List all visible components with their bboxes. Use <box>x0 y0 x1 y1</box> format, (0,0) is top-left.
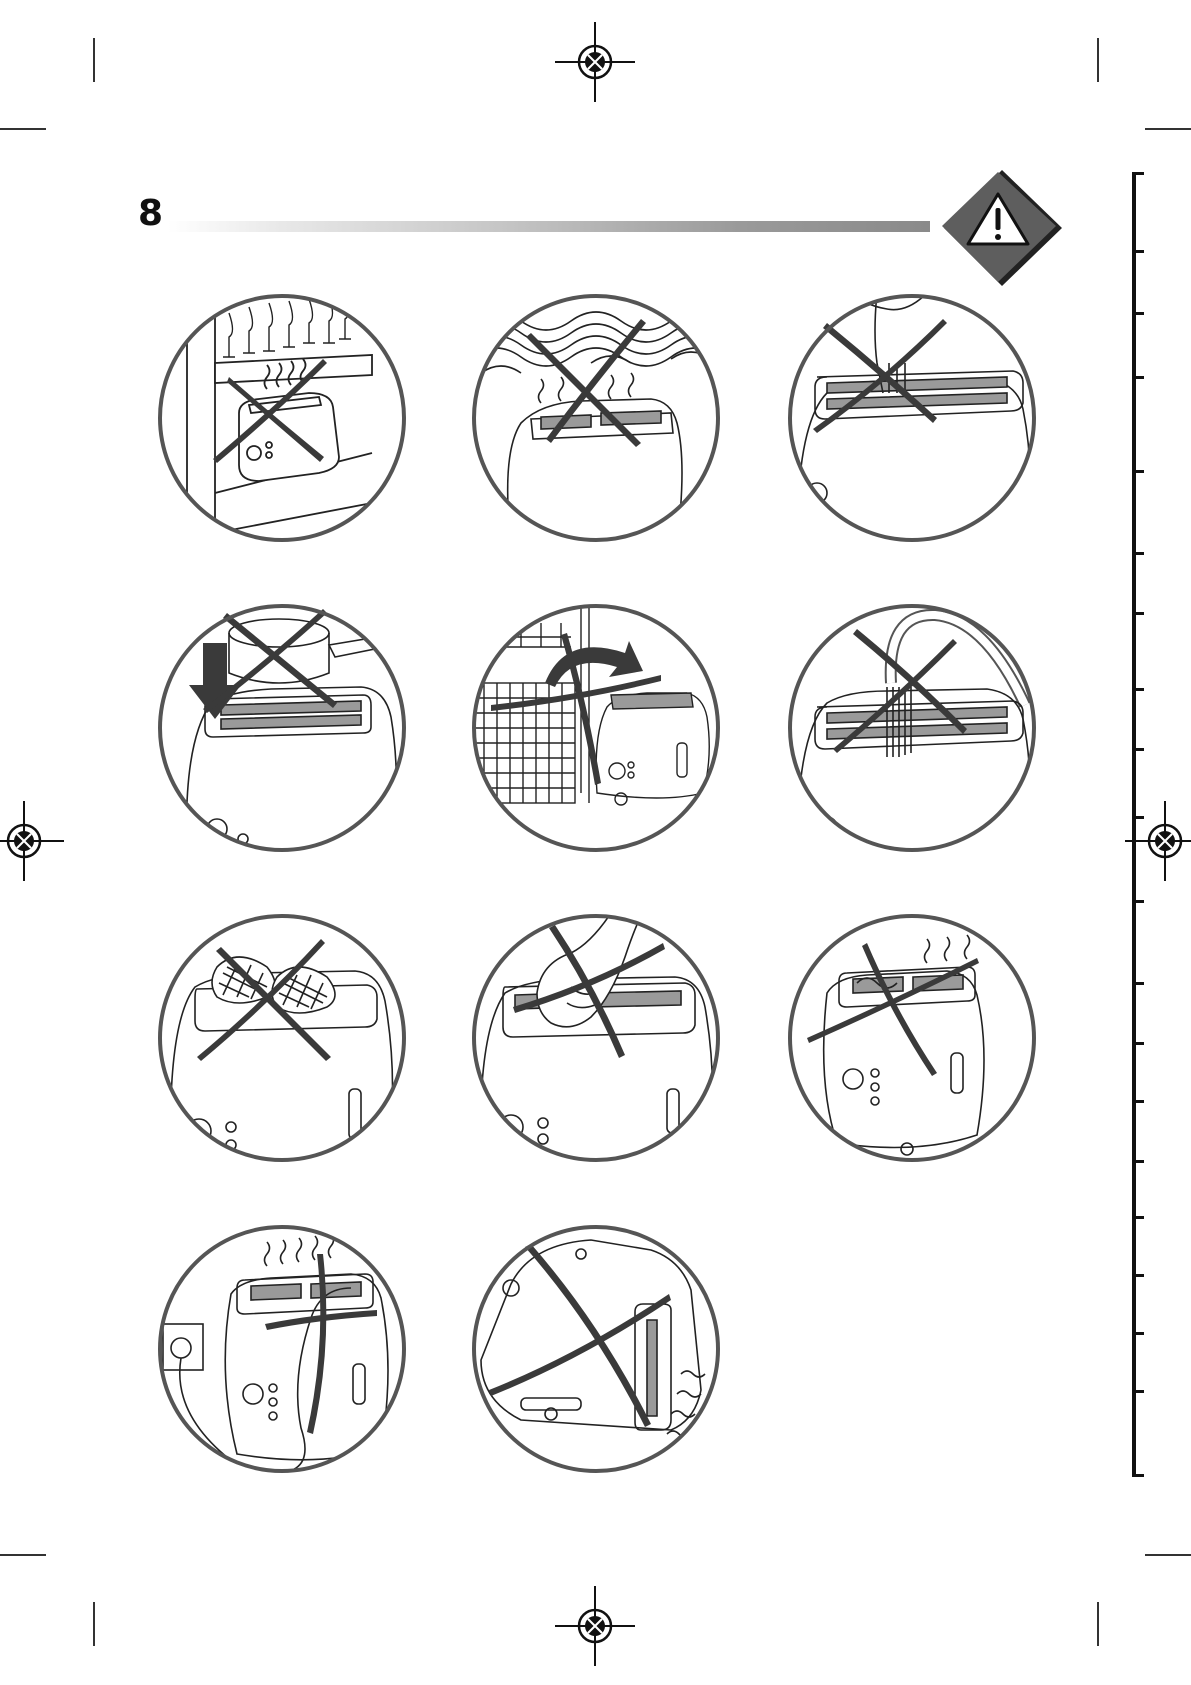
side-index-tick <box>1132 748 1144 751</box>
crop-mark <box>1097 1602 1099 1646</box>
side-index-tick <box>1132 312 1144 315</box>
large-bread-in-toaster-icon <box>157 913 407 1163</box>
side-index-tick <box>1132 470 1144 473</box>
side-index-tick <box>1132 1274 1144 1277</box>
crop-mark <box>1097 38 1099 82</box>
side-index-tick <box>1132 688 1144 691</box>
cord-over-toaster-icon <box>157 1224 407 1474</box>
header-rule <box>168 221 930 232</box>
touching-hot-toaster-icon <box>787 913 1037 1163</box>
side-index-tick <box>1132 250 1144 253</box>
crop-mark <box>93 1602 95 1646</box>
crop-mark <box>0 1554 46 1556</box>
toaster-on-its-side-icon <box>471 1224 721 1474</box>
side-index-tick <box>1132 1390 1144 1393</box>
side-index-tick <box>1132 816 1144 819</box>
registration-mark-icon <box>555 22 635 102</box>
toaster-under-cabinet-icon <box>157 293 407 543</box>
side-index-tick <box>1132 1474 1144 1477</box>
fork-in-toaster-icon <box>787 293 1037 543</box>
side-index-tick <box>1132 612 1144 615</box>
side-index-bar <box>1132 172 1136 1477</box>
crop-mark <box>0 128 46 130</box>
side-index-tick <box>1132 172 1144 175</box>
toaster-in-dishwasher-icon <box>471 603 721 853</box>
side-index-tick <box>1132 1042 1144 1045</box>
registration-mark-icon <box>555 1586 635 1666</box>
side-index-tick <box>1132 1100 1144 1103</box>
crop-mark <box>1145 1554 1191 1556</box>
crop-mark <box>93 38 95 82</box>
page-number: 8 <box>138 196 163 232</box>
pot-on-toaster-icon <box>157 603 407 853</box>
side-index-tick <box>1132 982 1144 985</box>
side-index-tick <box>1132 1332 1144 1335</box>
crop-mark <box>1145 128 1191 130</box>
side-index-tick <box>1132 1160 1144 1163</box>
warning-triangle-icon <box>940 168 1065 293</box>
water-tap-over-toaster-icon <box>787 603 1037 853</box>
registration-mark-icon <box>0 801 64 881</box>
side-index-tick <box>1132 1216 1144 1219</box>
hand-in-toaster-icon <box>471 913 721 1163</box>
side-index-tick <box>1132 900 1144 903</box>
toaster-near-curtains-icon <box>471 293 721 543</box>
side-index-tick <box>1132 552 1144 555</box>
side-index-tick <box>1132 376 1144 379</box>
